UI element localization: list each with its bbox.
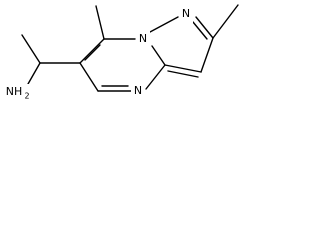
bond-ch-amine (27, 62, 41, 85)
atom-amine-subscript: 2 (24, 92, 29, 101)
bond-ch-methyl (21, 34, 41, 64)
structure-canvas: N N N NH 2 (0, 0, 244, 118)
bond-c3a-n-bridge (151, 45, 166, 66)
bond-c3a-c3-double (167, 70, 199, 78)
molecule-drawing: N N N NH 2 (2, 4, 239, 101)
bond-c2-n-pyrazole (195, 16, 214, 39)
bond-n-pyrazole-n-bridge (149, 16, 179, 33)
n-pyrazole-backdrop (179, 7, 193, 23)
n-bridge-backdrop (136, 31, 150, 47)
bond-layer (21, 4, 239, 92)
bond-c3-c2 (200, 37, 214, 73)
bond-n-pyrimidine-c3a (145, 64, 166, 90)
amine-backdrop (2, 84, 30, 100)
n-pyrimidine-backdrop (131, 82, 145, 98)
bond-c6-c5 (79, 62, 99, 92)
bond-c2-n-pyrazole-double (192, 21, 208, 40)
bond-c3a-c3 (164, 64, 202, 73)
bond-c7-c6-double (84, 44, 101, 61)
bond-c2-methyl (212, 4, 239, 39)
atom-n-bridge: N (139, 32, 147, 45)
atom-n-pyrazole: N (182, 7, 190, 20)
bond-c7-c6 (79, 38, 105, 64)
atom-amine: NH (6, 85, 23, 98)
atom-n-pyrimidine: N (134, 84, 142, 97)
atom-label-layer: N N N NH 2 (2, 7, 193, 101)
bond-c7-methyl (95, 5, 105, 40)
